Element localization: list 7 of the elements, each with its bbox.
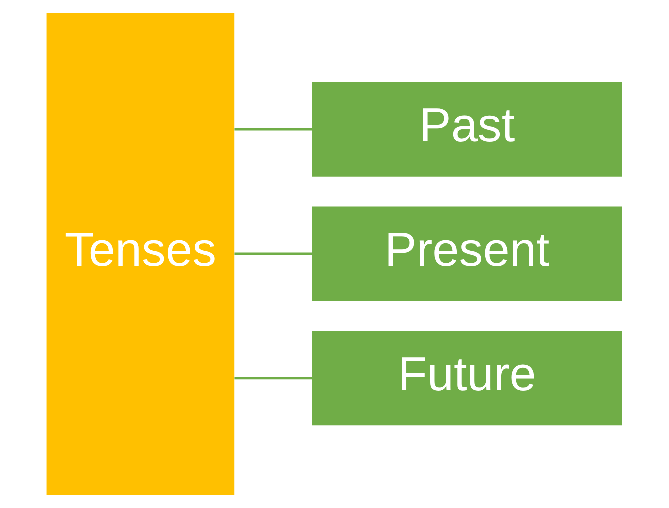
node-box: Past: [312, 82, 622, 177]
node-box: Present: [312, 206, 622, 302]
connector: [234, 128, 312, 131]
node-box: Tenses: [46, 12, 235, 496]
node-box: Future: [312, 331, 622, 426]
connector: [234, 377, 312, 380]
connector: [234, 252, 312, 256]
